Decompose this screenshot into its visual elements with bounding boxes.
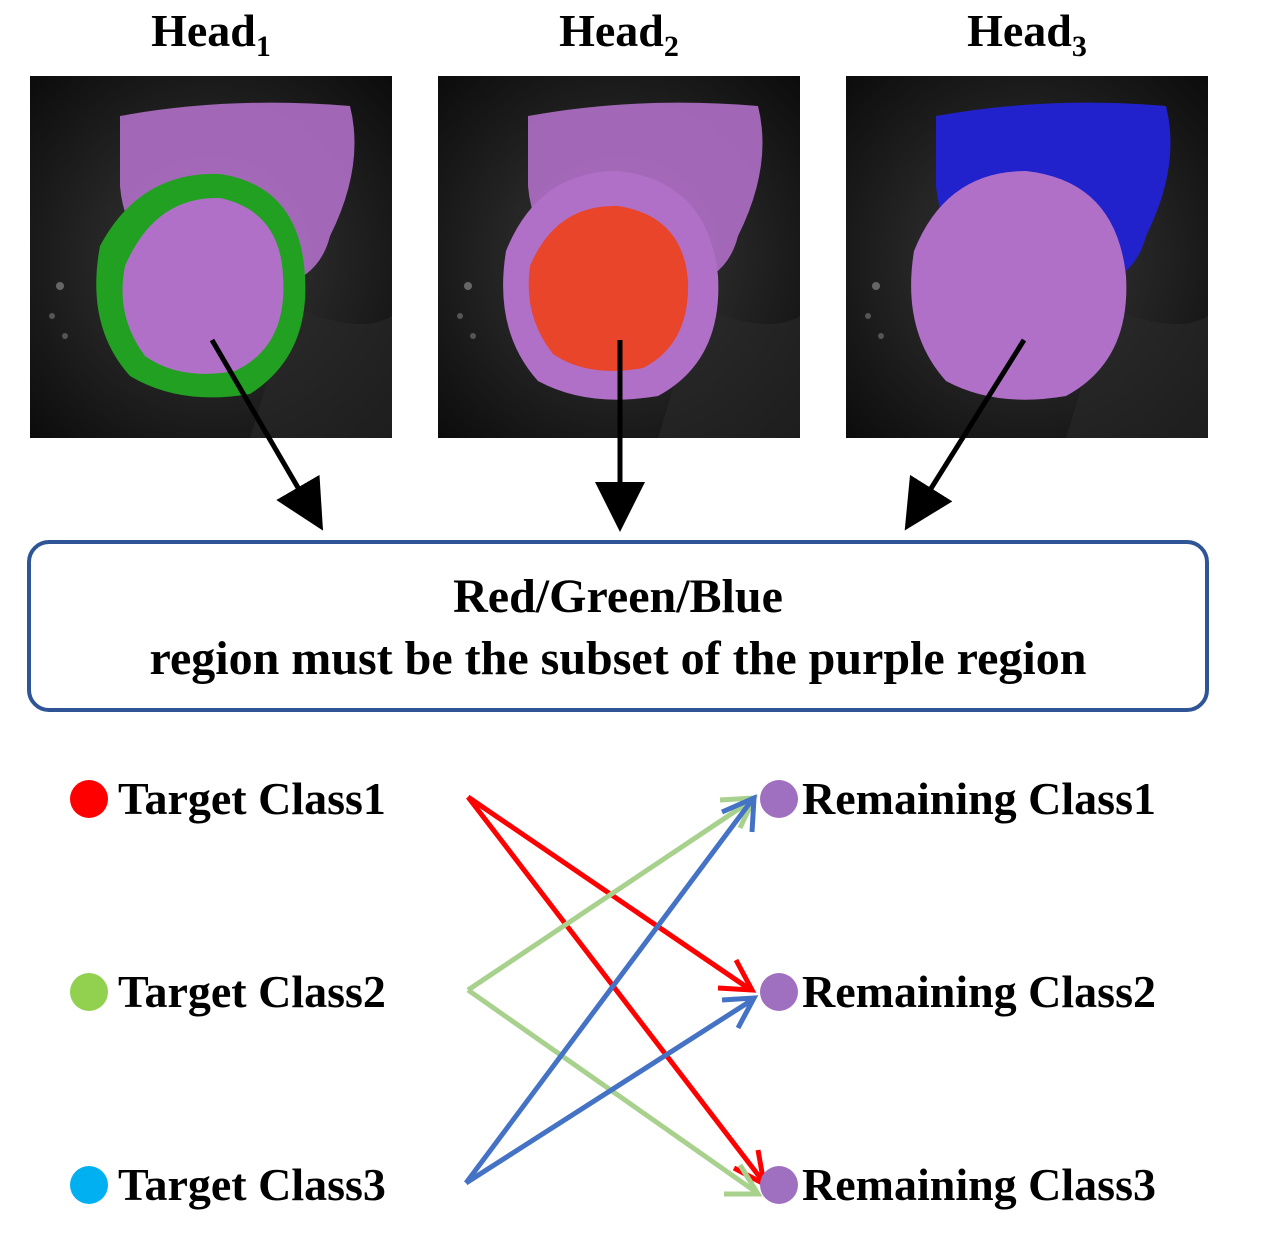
edge-target1-remaining2 (466, 794, 750, 991)
head-title-2: Head2 (438, 4, 800, 64)
head-title-3: Head3 (846, 4, 1208, 64)
target-class-2-dot (70, 973, 108, 1011)
arrow-head-1 (209, 338, 324, 531)
target-class-2-label: Target Class2 (118, 966, 386, 1017)
target-class-3-dot (70, 1166, 108, 1204)
arrow-head-3 (904, 338, 1027, 531)
head-to-constraint-arrows (209, 338, 1027, 532)
remaining-class-3-label: Remaining Class3 (802, 1159, 1156, 1210)
remaining-class-1-label: Remaining Class1 (802, 773, 1156, 824)
constraint-line-2: region must be the subset of the purple … (149, 632, 1087, 685)
edge-target3-remaining2-head (721, 995, 759, 1030)
target-class-3-label: Target Class3 (118, 1159, 386, 1210)
edge-target3-remaining2 (464, 997, 754, 1186)
remaining-class-1-dot (760, 780, 798, 818)
constraint-box: Red/Green/Blue region must be the subset… (27, 540, 1209, 712)
edge-target1-remaining3 (466, 795, 764, 1182)
edge-target3-remaining1 (463, 798, 755, 1185)
edge-target1-remaining2-head (717, 958, 757, 993)
head-title-1-name: Head (151, 5, 256, 56)
remaining-class-2-dot (760, 973, 798, 1011)
head-title-3-sub: 3 (1071, 30, 1087, 63)
target-class-1-dot (70, 780, 108, 818)
head-title-1-sub: 1 (255, 30, 271, 63)
head-title-1: Head1 (30, 4, 392, 64)
head-title-2-sub: 2 (663, 30, 679, 63)
remaining-class-2-label: Remaining Class2 (802, 966, 1156, 1017)
edge-target2-remaining3-head (724, 1163, 763, 1197)
head-title-2-name: Head (559, 5, 664, 56)
constraint-line-1: Red/Green/Blue (453, 570, 783, 623)
head-1-segmentation-image (30, 76, 392, 438)
edge-target2-remaining1 (466, 797, 754, 993)
remaining-class-3-dot (760, 1166, 798, 1204)
edge-target3-remaining1-head (720, 794, 757, 833)
target-class-1-label: Target Class1 (118, 773, 386, 824)
head-3-segmentation-image (846, 76, 1208, 438)
head-title-3-name: Head (967, 5, 1072, 56)
